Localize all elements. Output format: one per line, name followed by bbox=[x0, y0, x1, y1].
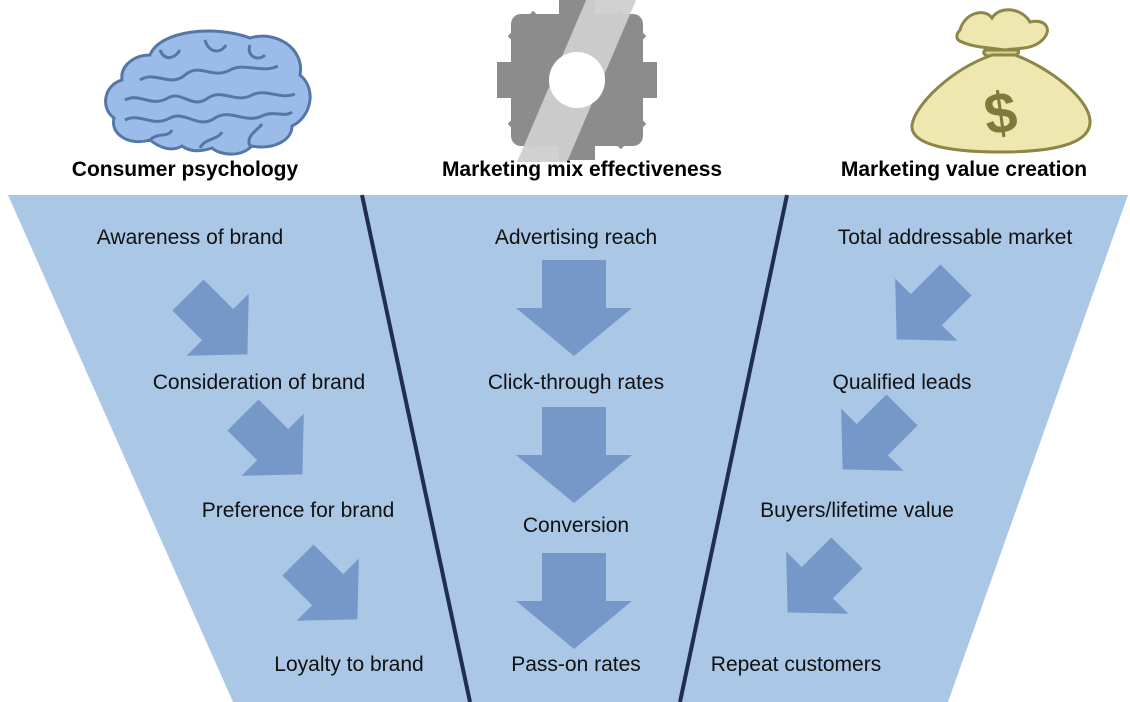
arrow-group-consumer bbox=[172, 279, 359, 621]
arrow-group-mix bbox=[516, 260, 632, 649]
stage-label: Preference for brand bbox=[202, 499, 395, 522]
stage-label: Advertising reach bbox=[495, 226, 657, 249]
stage-label: Consideration of brand bbox=[153, 371, 365, 394]
stage-label: Click-through rates bbox=[488, 371, 664, 394]
column-title-consumer-psychology: Consumer psychology bbox=[72, 158, 299, 181]
stage-label: Loyalty to brand bbox=[274, 653, 423, 676]
column-title-marketing-mix: Marketing mix effectiveness bbox=[442, 158, 722, 181]
flow-arrow bbox=[516, 553, 632, 649]
brain-icon bbox=[104, 29, 312, 156]
stage-label: Repeat customers bbox=[711, 653, 881, 676]
gear-icon bbox=[497, 0, 657, 162]
stage-label: Buyers/lifetime value bbox=[760, 499, 954, 522]
flow-arrow bbox=[516, 407, 632, 503]
flow-arrow bbox=[227, 399, 304, 476]
flow-arrow bbox=[786, 537, 863, 614]
money-bag-icon: $ bbox=[910, 8, 1092, 154]
flow-arrow bbox=[516, 260, 632, 356]
flow-arrow bbox=[841, 394, 918, 471]
stage-label: Total addressable market bbox=[838, 226, 1073, 249]
flow-arrow bbox=[895, 264, 972, 341]
arrow-group-value bbox=[786, 264, 972, 614]
stage-label: Pass-on rates bbox=[511, 653, 641, 676]
stage-label: Awareness of brand bbox=[97, 226, 283, 249]
stage-label: Qualified leads bbox=[833, 371, 972, 394]
funnel-divider-right bbox=[678, 194, 789, 702]
column-title-value-creation: Marketing value creation bbox=[841, 158, 1087, 181]
stage-label: Conversion bbox=[523, 514, 629, 537]
flow-arrow bbox=[282, 544, 359, 621]
flow-arrow bbox=[172, 279, 249, 356]
funnel-divider-left bbox=[360, 194, 472, 702]
